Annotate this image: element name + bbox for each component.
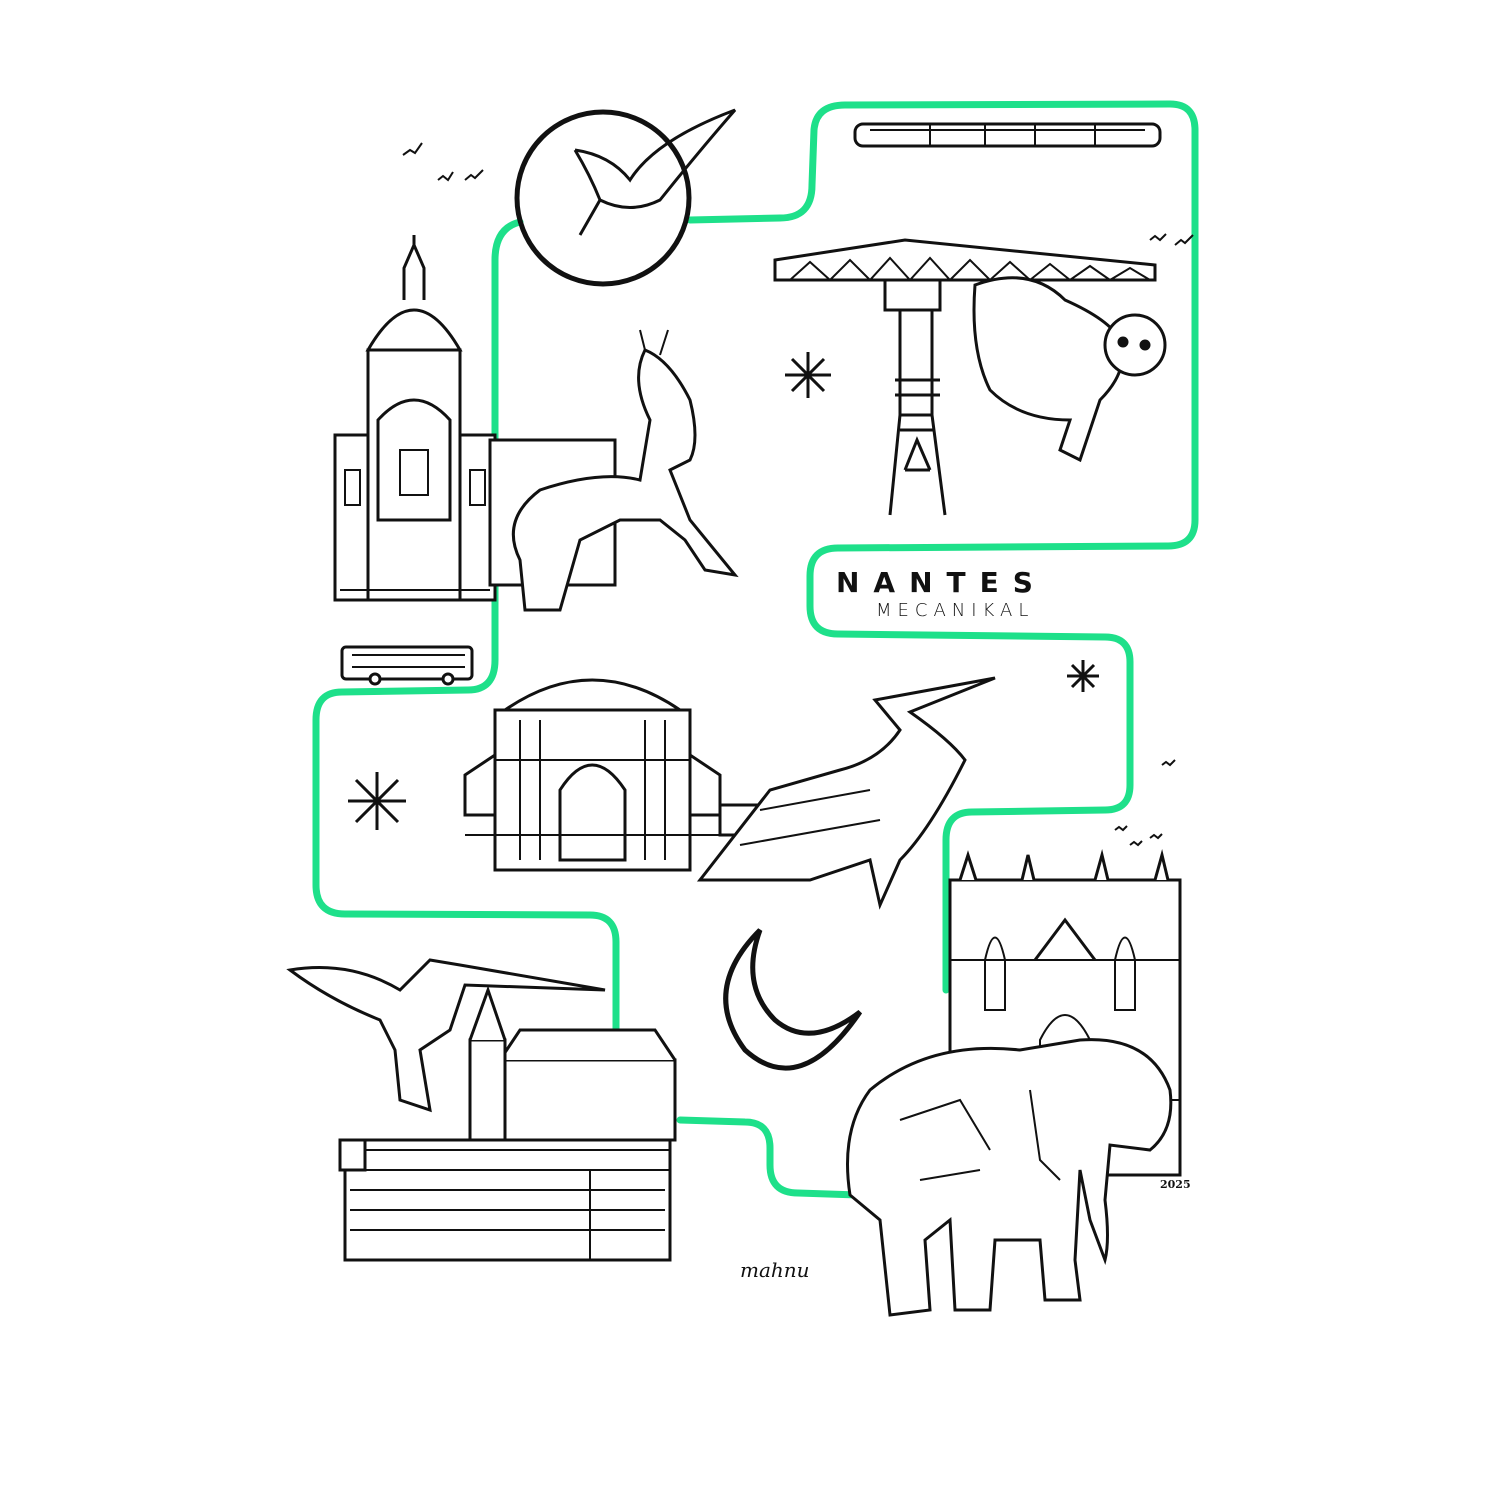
hummingbird-icon	[286, 958, 606, 1113]
star-icon	[348, 352, 1099, 830]
sloth-icon	[972, 276, 1167, 463]
crane-icon	[773, 238, 1157, 516]
elephant-icon	[846, 1038, 1173, 1317]
year-label: 2025	[1160, 1178, 1191, 1191]
artist-signature: mahnu	[740, 1258, 810, 1282]
poster-title: NANTES	[836, 566, 1047, 599]
heron-in-circle-icon	[573, 108, 737, 236]
dragon-horse-icon	[488, 329, 739, 612]
poster-subtitle: MECANIKAL	[876, 600, 1035, 621]
heron-icon	[696, 676, 996, 910]
tram-icon	[853, 122, 1162, 148]
route-line	[312, 100, 1199, 1199]
circle-frame	[514, 109, 692, 287]
dome-building-icon	[333, 235, 497, 602]
moon-icon	[723, 928, 863, 1071]
bus-icon	[340, 645, 474, 686]
birds-icon	[402, 142, 1194, 847]
castle-icon	[338, 985, 677, 1262]
